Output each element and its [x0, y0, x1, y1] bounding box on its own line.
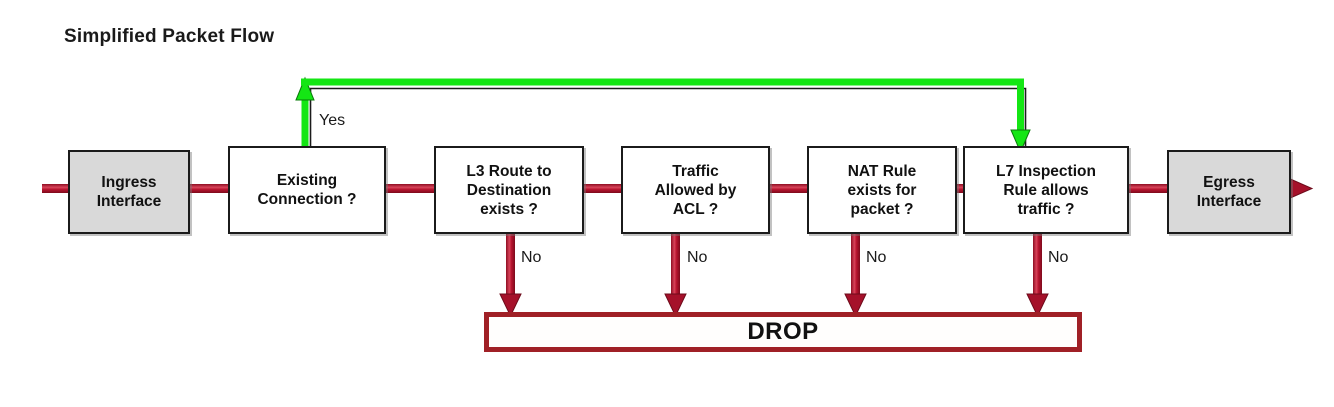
edge-label-no-l7: No [1048, 249, 1069, 266]
edge-label-no-nat: No [866, 249, 887, 266]
page-title: Simplified Packet Flow [64, 26, 275, 47]
edge-label-yes: Yes [319, 112, 346, 129]
node-drop[interactable]: DROP [484, 312, 1082, 352]
edge-label-no-acl: No [687, 249, 708, 266]
yes-branch-path [295, 76, 1031, 154]
no-branch-arrows [499, 234, 1049, 318]
node-drop-label: DROP [747, 318, 819, 345]
edge-label-no-route: No [521, 249, 542, 266]
